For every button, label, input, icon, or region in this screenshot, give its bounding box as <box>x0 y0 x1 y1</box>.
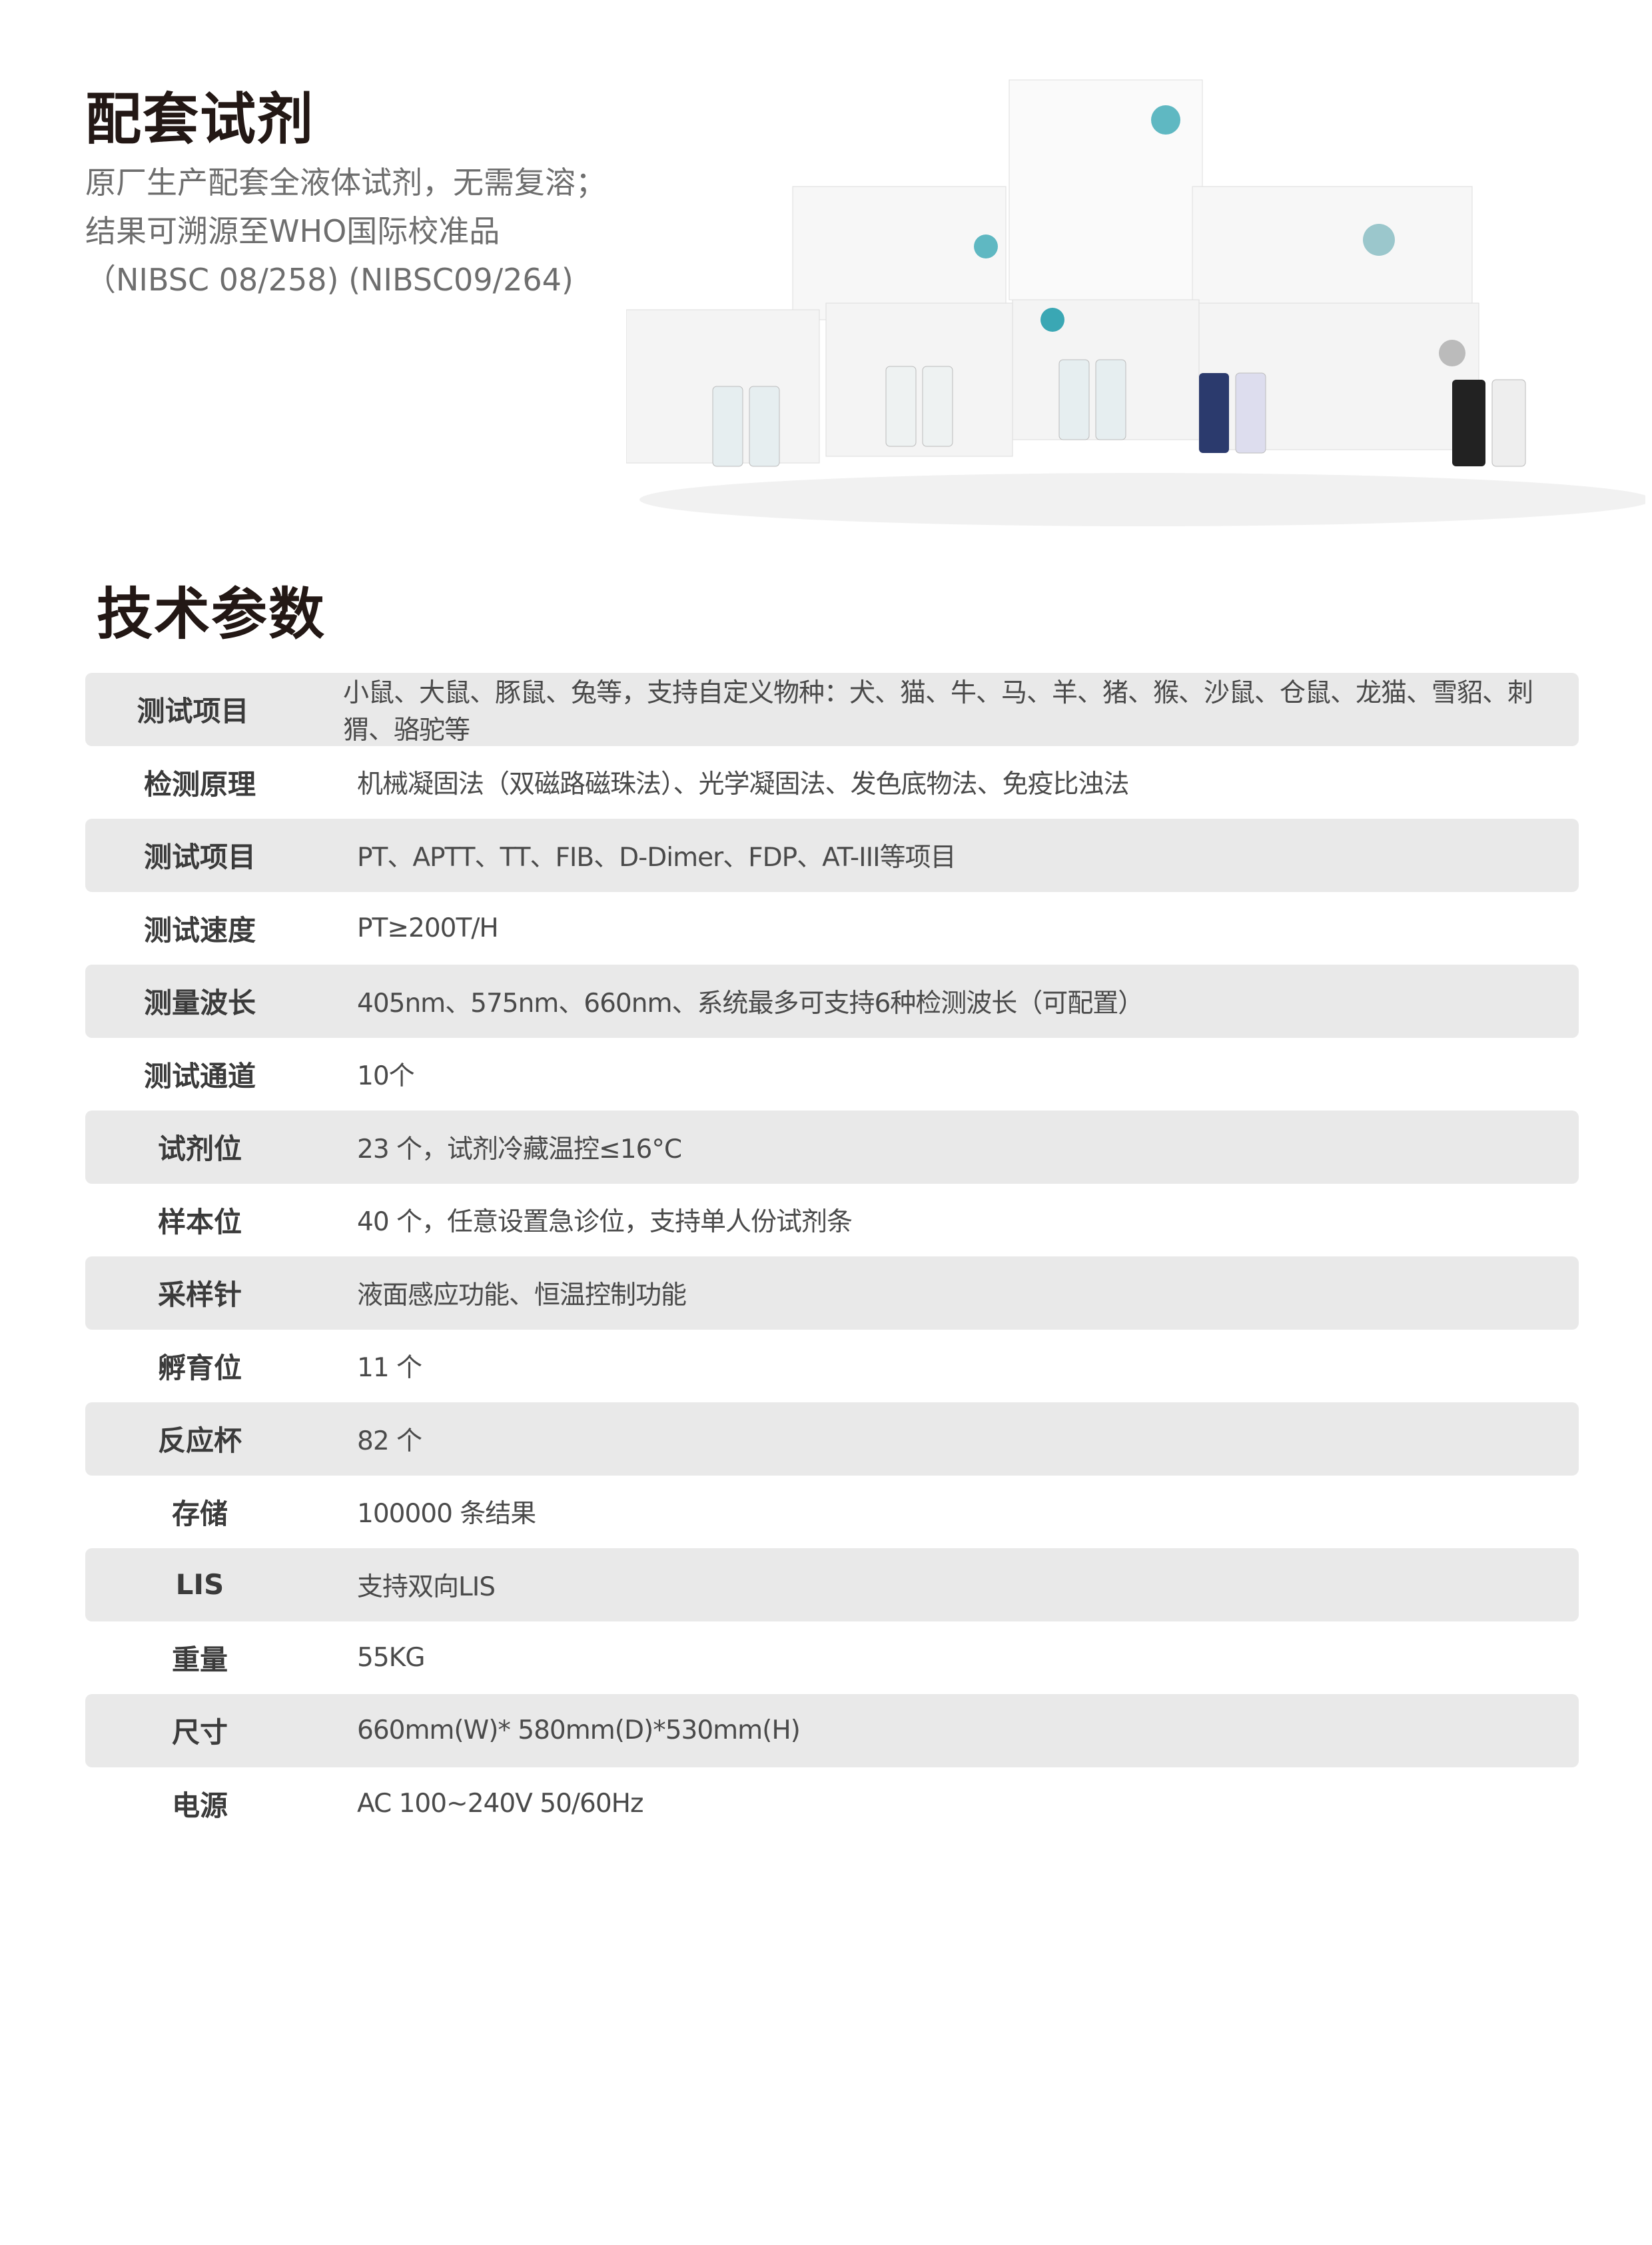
spec-row: 尺寸 660mm(W)* 580mm(D)*530mm(H) <box>85 1694 1579 1767</box>
spec-value: 支持双向LIS <box>357 1572 496 1602</box>
spec-label: LIS <box>175 1568 224 1601</box>
reagents-line-1: 原厂生产配套全液体试剂，无需复溶； <box>85 165 606 201</box>
reagent-box <box>792 186 1007 320</box>
reagents-title: 配套试剂 <box>85 87 315 152</box>
spec-value: 23 个，试剂冷藏温控≤16°C <box>357 1134 682 1164</box>
spec-value: 405nm、575nm、660nm、系统最多可支持6种检测波长（可配置） <box>357 988 1144 1019</box>
reagent-box <box>1009 79 1203 300</box>
spec-value: AC 100~240V 50/60Hz <box>357 1788 643 1819</box>
spec-row: 测试速度 PT≥200T/H <box>85 892 1579 965</box>
spec-value: 液面感应功能、恒温控制功能 <box>357 1280 687 1310</box>
spec-value: 55KG <box>357 1642 425 1673</box>
spec-label: 试剂位 <box>157 1132 242 1166</box>
vials <box>712 359 1526 467</box>
reagent-box <box>825 302 1013 457</box>
reagents-line-3: （NIBSC 08/258) (NIBSC09/264) <box>85 262 574 298</box>
spec-row: 试剂位 23 个，试剂冷藏温控≤16°C <box>85 1111 1579 1184</box>
reagent-box <box>1192 186 1473 320</box>
spec-row: 重量 55KG <box>85 1621 1579 1695</box>
spec-label: 测试通道 <box>143 1059 256 1093</box>
spec-label: 尺寸 <box>171 1716 228 1749</box>
spec-value: PT≥200T/H <box>357 913 499 943</box>
spec-value: 10个 <box>357 1061 415 1092</box>
spec-row: 测试通道 10个 <box>85 1038 1579 1111</box>
reagent-kits-image <box>626 79 1645 526</box>
spec-value: 82 个 <box>357 1426 422 1456</box>
spec-value: 100000 条结果 <box>357 1499 536 1530</box>
spec-row: 测试项目 小鼠、大鼠、豚鼠、兔等，支持自定义物种：犬、猫、牛、马、羊、猪、猴、沙鼠… <box>85 673 1579 746</box>
spec-label: 采样针 <box>157 1278 242 1312</box>
spec-value: 40 个，任意设置急诊位，支持单人份试剂条 <box>357 1207 853 1238</box>
spec-value: PT、APTT、TT、FIB、D-Dimer、FDP、AT-III等项目 <box>357 842 957 873</box>
spec-label: 反应杯 <box>157 1424 242 1458</box>
spec-label: 测试速度 <box>143 913 256 947</box>
spec-label: 重量 <box>171 1643 228 1676</box>
spec-row: 电源 AC 100~240V 50/60Hz <box>85 1767 1579 1841</box>
spec-label: 孵育位 <box>157 1351 242 1384</box>
spec-label: 电源 <box>171 1789 228 1822</box>
specs-title: 技术参数 <box>97 582 326 647</box>
spec-row: 检测原理 机械凝固法（双磁路磁珠法）、光学凝固法、发色底物法、免疫比浊法 <box>85 746 1579 819</box>
spec-row: 测试项目 PT、APTT、TT、FIB、D-Dimer、FDP、AT-III等项目 <box>85 819 1579 892</box>
spec-row: 采样针 液面感应功能、恒温控制功能 <box>85 1256 1579 1330</box>
spec-row: 存储 100000 条结果 <box>85 1476 1579 1549</box>
specs-table: 测试项目 小鼠、大鼠、豚鼠、兔等，支持自定义物种：犬、猫、牛、马、羊、猪、猴、沙鼠… <box>85 673 1579 1840</box>
spec-row: 反应杯 82 个 <box>85 1402 1579 1476</box>
spec-label: 测试项目 <box>137 695 249 728</box>
spec-label: 测试项目 <box>143 841 256 874</box>
spec-row: 样本位 40 个，任意设置急诊位，支持单人份试剂条 <box>85 1184 1579 1257</box>
spec-label: 存储 <box>171 1497 228 1530</box>
reagents-line-2: 结果可溯源至WHO国际校准品 <box>85 213 500 249</box>
spec-value: 小鼠、大鼠、豚鼠、兔等，支持自定义物种：犬、猫、牛、马、羊、猪、猴、沙鼠、仓鼠、… <box>342 677 1533 745</box>
spec-value: 660mm(W)* 580mm(D)*530mm(H) <box>357 1715 801 1746</box>
spec-value: 11 个 <box>357 1353 422 1384</box>
spec-value: 机械凝固法（双磁路磁珠法）、光学凝固法、发色底物法、免疫比浊法 <box>357 769 1130 800</box>
spec-label: 检测原理 <box>143 767 256 801</box>
spec-row: LIS 支持双向LIS <box>85 1548 1579 1621</box>
spec-label: 测量波长 <box>143 987 256 1020</box>
spec-label: 样本位 <box>157 1205 242 1238</box>
spec-row: 孵育位 11 个 <box>85 1330 1579 1403</box>
spec-row: 测量波长 405nm、575nm、660nm、系统最多可支持6种检测波长（可配置） <box>85 965 1579 1038</box>
